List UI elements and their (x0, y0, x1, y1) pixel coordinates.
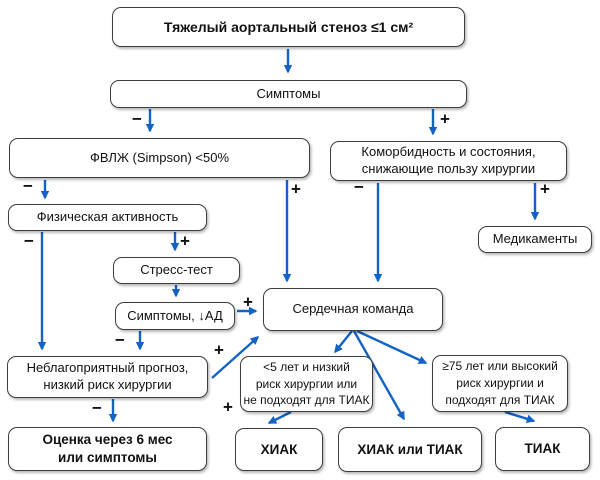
edge-label-under5-plus: + (223, 397, 233, 417)
node-severe-aortic-stenosis: Тяжелый аортальный стеноз ≤1 см² (112, 7, 465, 47)
edge-heart-team-to-savr-or-tavr (352, 330, 406, 421)
node-reassess-line1: Оценка через 6 мес (42, 432, 173, 448)
node-comorbidity-line2: снижающие пользу хирургии (361, 161, 536, 176)
edge-label-prognosis-minus: − (92, 398, 102, 418)
node-savr-or-tavr: ХИАК или ТИАК (338, 427, 482, 472)
node-unfavorable-prognosis: Неблагоприятный прогноз, низкий риск хир… (7, 356, 208, 398)
node-stress-test: Стресс-тест (113, 257, 240, 284)
node-comorbidity-line1: Коморбидность и состояния, (361, 144, 536, 160)
node-under-5y-line1: <5 лет и низкий (263, 359, 350, 374)
node-unfavorable-prognosis-line1: Неблагоприятный прогноз, (26, 360, 189, 376)
node-reassess-line2: или симптомы (58, 450, 157, 465)
node-physical-activity: Физическая активность (8, 204, 207, 231)
edge-label-symptoms-bp-plus: + (243, 292, 253, 312)
edge-label-physical-plus: + (180, 231, 190, 251)
edge-label-comorbidity-plus: + (540, 179, 550, 199)
edge-label-prognosis-plus: + (214, 340, 224, 360)
edge-label-physical-minus: − (24, 231, 34, 251)
node-tavr: ТИАК (495, 427, 590, 471)
node-under-5y-line3: не подходят для ТИАК (243, 393, 370, 408)
node-lvef-simpson: ФВЛЖ (Simpson) <50% (9, 138, 310, 178)
node-medications: Медикаменты (478, 226, 592, 253)
node-heart-team: Сердечная команда (263, 288, 443, 331)
node-under-5y-line2: риск хирургии или (255, 376, 358, 391)
node-savr: ХИАК (235, 428, 323, 471)
edge-heart-team-to-under5 (334, 330, 353, 354)
edge-label-lvef-minus: − (23, 176, 33, 196)
edge-label-lvef-plus: + (291, 179, 301, 199)
node-over-75y-line2: риск хирургии и (456, 376, 544, 391)
node-over-75y-line1: ≥75 лет или высокий (442, 359, 558, 374)
edge-label-symptoms-bp-minus: − (115, 330, 125, 350)
node-symptoms: Симптомы (110, 80, 467, 108)
edge-label-symptoms-plus: + (440, 109, 450, 129)
edge-label-comorbidity-minus: − (354, 177, 364, 197)
node-reassess-6-months: Оценка через 6 мес или симптомы (8, 427, 207, 471)
node-unfavorable-prognosis-line2: низкий риск хирургии (43, 377, 172, 392)
node-over-75y-high-risk: ≥75 лет или высокий риск хирургии и подх… (432, 355, 568, 412)
edge-heart-team-to-over75 (356, 329, 428, 365)
edge-under5-to-savr (267, 410, 292, 425)
edge-label-symptoms-minus: − (132, 109, 142, 129)
node-under-5y-low-risk: <5 лет и низкий риск хирургии или не под… (240, 356, 373, 412)
edge-prognosis-to-heart-team (211, 336, 260, 379)
node-comorbidity: Коморбидность и состояния, снижающие пол… (330, 141, 567, 181)
node-over-75y-line3: подходят для ТИАК (445, 392, 555, 407)
node-symptoms-low-bp: Симптомы, ↓АД (115, 302, 235, 330)
edge-over75-to-tavr (504, 410, 536, 423)
